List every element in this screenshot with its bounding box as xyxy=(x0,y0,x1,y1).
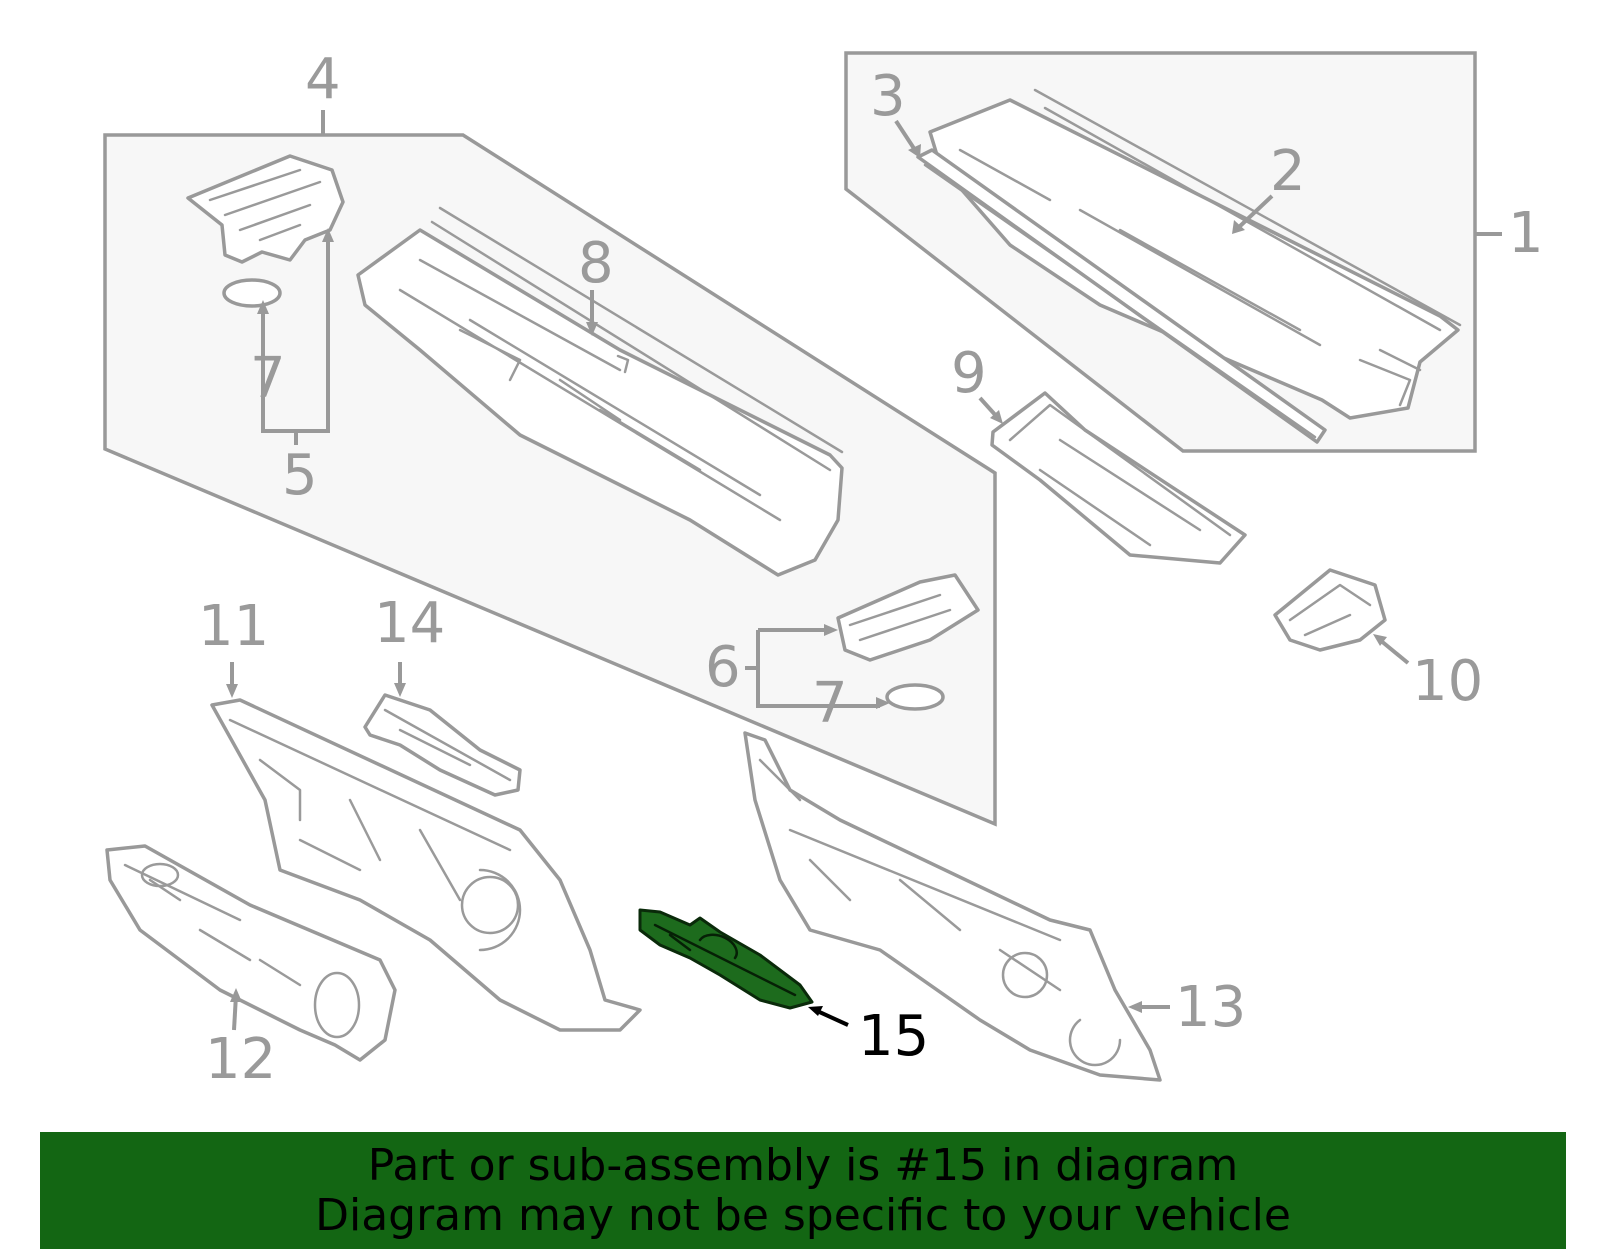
banner-line-disclaimer: Diagram may not be specific to your vehi… xyxy=(315,1189,1291,1241)
callout-2[interactable]: 2 xyxy=(1270,139,1306,204)
leader-lines xyxy=(226,110,1502,1031)
callout-4[interactable]: 4 xyxy=(305,47,341,112)
callout-9[interactable]: 9 xyxy=(951,341,987,406)
banner-line-part-number: Part or sub-assembly is #15 in diagram xyxy=(367,1139,1239,1191)
part-4-bracket xyxy=(186,154,345,264)
part-14-brace xyxy=(363,693,522,797)
part-7-pad-upper xyxy=(222,278,282,308)
part-10-bracket xyxy=(1273,568,1387,652)
callout-7-lower[interactable]: 7 xyxy=(812,671,848,736)
callout-13[interactable]: 13 xyxy=(1175,975,1246,1040)
part-12-insulator xyxy=(105,844,397,1062)
callout-11[interactable]: 11 xyxy=(198,594,269,659)
callout-12[interactable]: 12 xyxy=(205,1027,276,1092)
part-11-dash-panel xyxy=(210,698,642,1032)
part-7-pad-lower xyxy=(885,683,945,711)
callout-1[interactable]: 1 xyxy=(1508,201,1544,266)
callout-6[interactable]: 6 xyxy=(705,635,741,700)
callout-8[interactable]: 8 xyxy=(578,231,614,296)
part-2-cowl-panel xyxy=(928,88,1462,420)
part-3-seal-strip xyxy=(916,148,1327,444)
part-6-bracket xyxy=(836,573,980,662)
part-8-cowl-panel xyxy=(356,206,844,577)
callout-5[interactable]: 5 xyxy=(282,443,318,508)
callout-7-upper[interactable]: 7 xyxy=(250,346,286,411)
part-15-brace-highlighted xyxy=(638,908,814,1010)
callout-14[interactable]: 14 xyxy=(374,591,445,656)
callout-15-highlighted[interactable]: 15 xyxy=(858,1004,929,1069)
info-banner: Part or sub-assembly is #15 in diagram D… xyxy=(40,1132,1566,1249)
callout-3[interactable]: 3 xyxy=(870,64,906,129)
part-9-cowl-extension xyxy=(990,391,1247,565)
part-13-dash-panel xyxy=(743,731,1162,1082)
callout-10[interactable]: 10 xyxy=(1412,649,1483,714)
